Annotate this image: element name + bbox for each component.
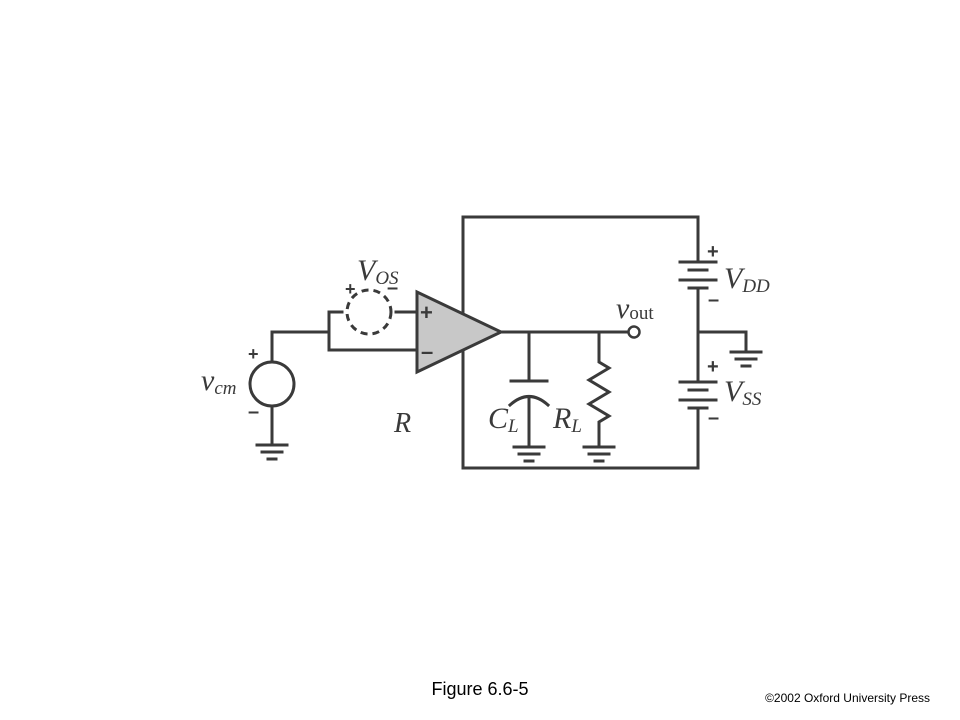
r-label: R [393, 408, 411, 439]
vos-label: VOS [357, 254, 399, 289]
vcm-plus-sign: + [248, 344, 259, 364]
input-wire [270, 310, 419, 364]
opamp-minus-sign: – [421, 339, 433, 364]
vdd-plus-sign: + [707, 241, 719, 263]
vos-minus-sign: – [387, 277, 398, 299]
vcm-minus-sign: – [248, 401, 259, 423]
vos-plus-sign: + [345, 279, 356, 299]
vcm-label: vcm [201, 364, 236, 399]
vdd-minus-sign: – [708, 289, 719, 311]
load-resistor [582, 330, 616, 463]
vss-label: VSS [724, 375, 762, 410]
loop-wire [461, 215, 700, 470]
copyright-notice: ©2002 Oxford University Press [765, 691, 930, 705]
vcm-ground [255, 404, 289, 461]
opamp-plus-sign: + [420, 300, 433, 325]
vss-minus-sign: – [708, 407, 719, 429]
rl-label: RL [552, 402, 582, 437]
cl-label: CL [488, 402, 519, 437]
output-terminal [627, 325, 641, 339]
supply-ground [696, 330, 763, 368]
vss-battery [678, 380, 718, 416]
opamp-triangle [415, 289, 505, 375]
vdd-label: VDD [724, 262, 770, 297]
load-capacitor [507, 330, 551, 463]
vcm-source [248, 360, 296, 408]
vdd-battery [678, 260, 718, 302]
vss-plus-sign: + [707, 356, 719, 378]
vout-label: vout [616, 292, 654, 325]
figure-caption: Figure 6.6-5 [431, 679, 529, 699]
vos-offset-source [345, 288, 393, 336]
